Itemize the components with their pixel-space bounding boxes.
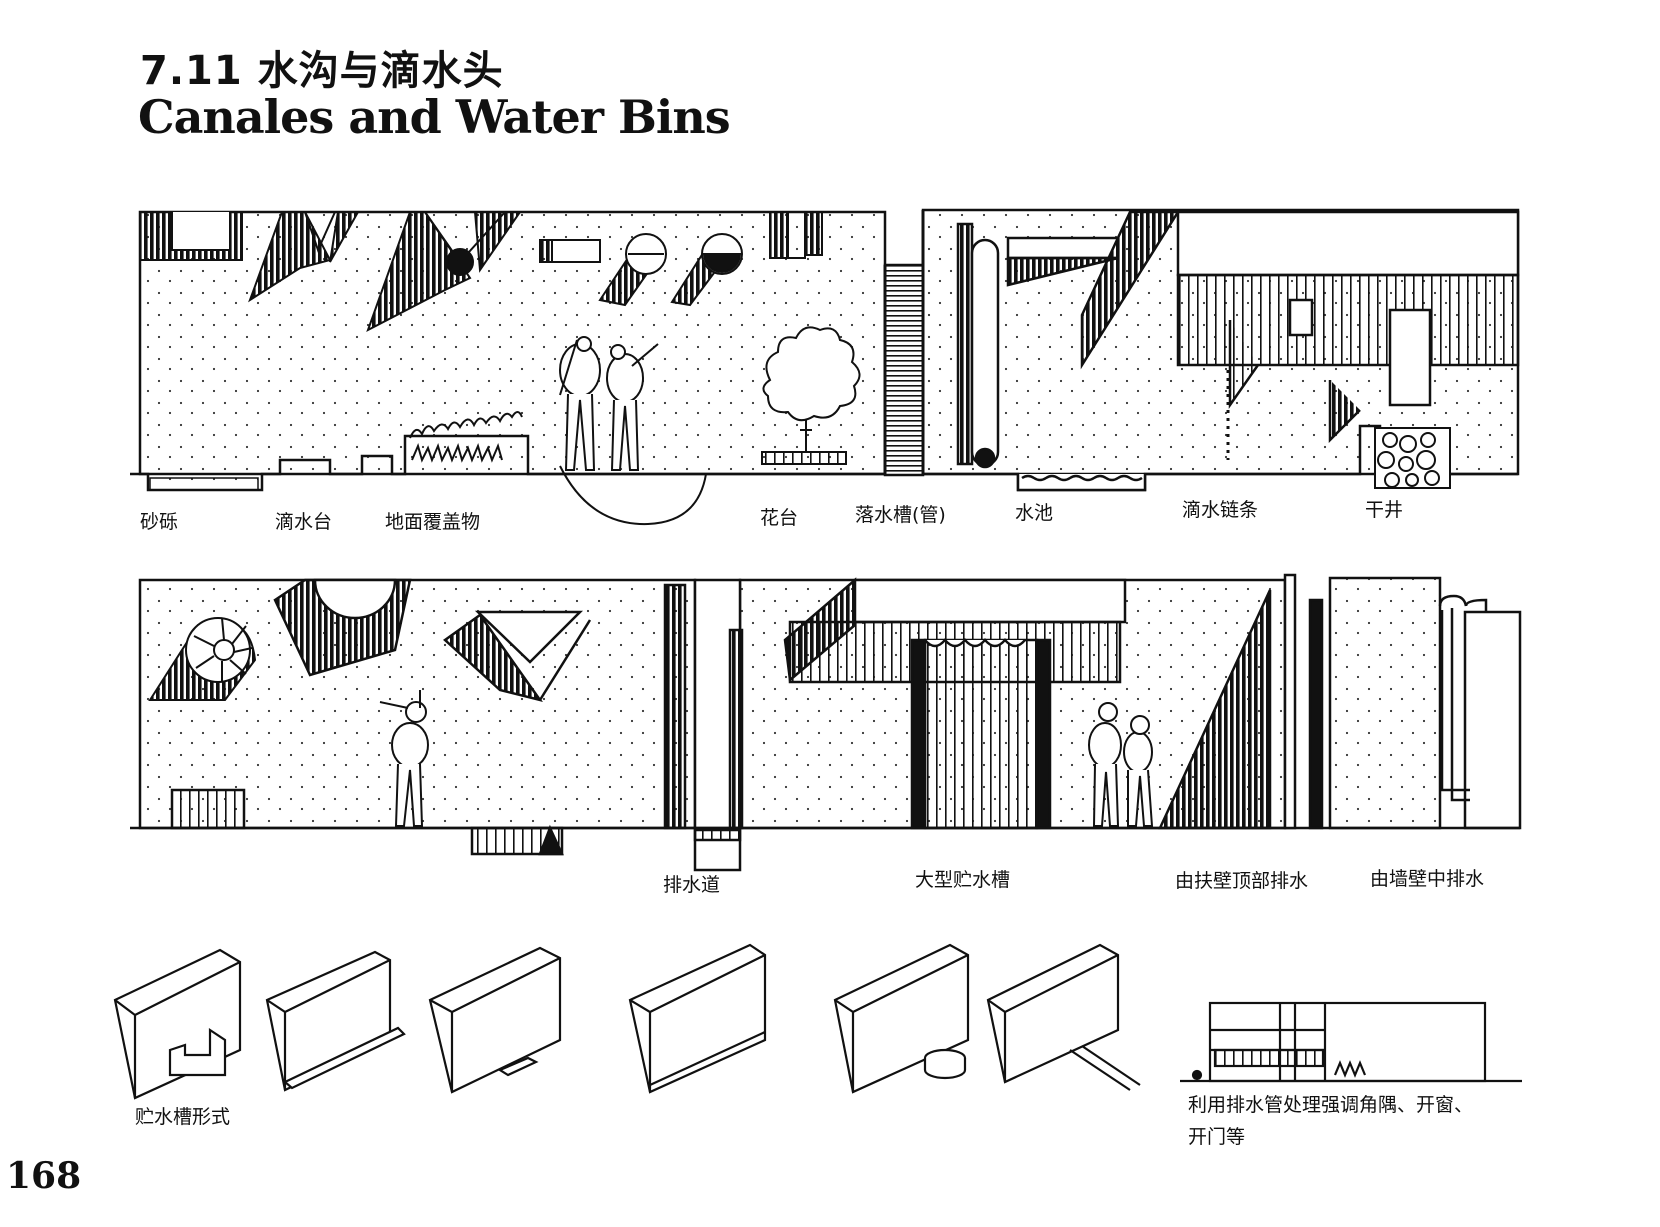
row1-tree [761,326,861,465]
row1-people [559,336,707,526]
row1-pool [1016,474,1147,492]
row2-fan-spout [148,617,257,701]
label-emphasis-line2: 开门等 [1188,1126,1246,1148]
row1-overhang [1006,210,1520,460]
row2-drain-channel [663,578,744,872]
row2-v-canale [443,610,592,703]
row2-grate [170,788,564,856]
row3-tank-forms [113,943,1141,1100]
row3-emphasis-elevation [1180,1001,1522,1083]
section-title-english: Canales and Water Bins [138,90,731,144]
row1-gravel [149,477,259,491]
label-buttress-drain: 由扶壁顶部排水 [1175,870,1309,892]
row1-canale-outlines [171,211,806,276]
section-title-chinese: 7.11 水沟与滴水头 [140,48,504,94]
row2-people-pair [1088,702,1154,827]
label-dry-well: 干井 [1365,499,1404,521]
row2-semicircle-canale [273,578,412,677]
label-gravel: 砂砾 [140,511,179,533]
label-wall-drain: 由墙壁中排水 [1370,868,1485,890]
label-drain-channel: 排水道 [663,874,721,896]
label-drip-chain: 滴水链条 [1182,499,1259,521]
row1-ground-cover [409,411,523,463]
row1-dry-well [1374,427,1451,489]
label-emphasis-line1: 利用排水管处理强调角隅、开窗、 [1188,1094,1474,1116]
row1-downspout [883,210,925,477]
page-number: 168 [6,1155,82,1197]
row1-pipe [956,222,1000,469]
label-large-tank: 大型贮水槽 [915,869,1011,891]
label-downspout: 落水槽(管) [855,504,946,526]
label-tank-forms: 贮水槽形式 [135,1106,231,1128]
label-pool: 水池 [1015,502,1054,524]
row2-wall-pipe [1438,594,1488,802]
row2-large-tank [783,577,1127,830]
label-ground-cover: 地面覆盖物 [385,511,481,533]
row2-buttress [1158,573,1324,830]
label-drip-platform: 滴水台 [275,511,333,533]
row2-person [379,690,429,827]
label-planter: 花台 [760,507,799,529]
